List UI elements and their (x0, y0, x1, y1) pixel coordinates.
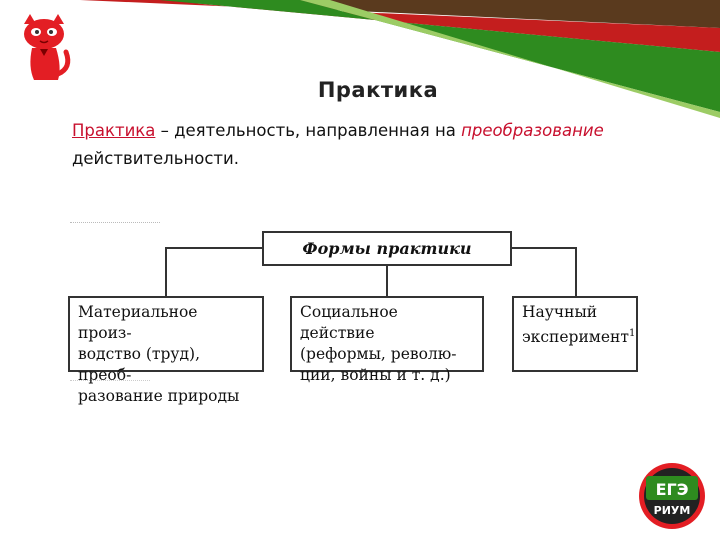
faint-divider (70, 222, 160, 227)
definition-rest: действительности. (72, 149, 239, 168)
diagram-node-material-production: Материальное произ- водство (труд), прео… (68, 296, 264, 405)
definition-highlight: преобразование (461, 121, 604, 140)
diagram-root-node: Формы практики (262, 231, 512, 266)
slide-title: Практика (317, 78, 439, 102)
diagram-node-scientific-experiment: Научный эксперимент1 (512, 296, 638, 372)
definition-text: Практика – деятельность, направленная на… (72, 117, 672, 173)
faint-divider-bottom (70, 380, 150, 385)
rium-logo-text: РИУМ (654, 504, 691, 517)
diagram-node-social-action: Социальное действие (реформы, револю- ци… (290, 296, 484, 384)
node-text: Материальное произ- водство (труд), прео… (78, 303, 240, 405)
cat-logo-icon (24, 14, 71, 80)
node-text: Научный эксперимент (522, 303, 629, 347)
footnote-mark: 1 (628, 328, 636, 339)
banner-red-stripe (80, 0, 720, 52)
definition-term: Практика (72, 121, 156, 140)
definition-middle: – деятельность, направленная на (155, 121, 462, 140)
ege-rium-logo-icon: ЕГЭ РИУМ (639, 463, 705, 529)
banner-green-stripe (160, 0, 720, 112)
ege-logo-text: ЕГЭ (656, 480, 689, 499)
decorative-banner (80, 0, 720, 118)
node-text: Социальное действие (реформы, револю- ци… (300, 303, 457, 384)
